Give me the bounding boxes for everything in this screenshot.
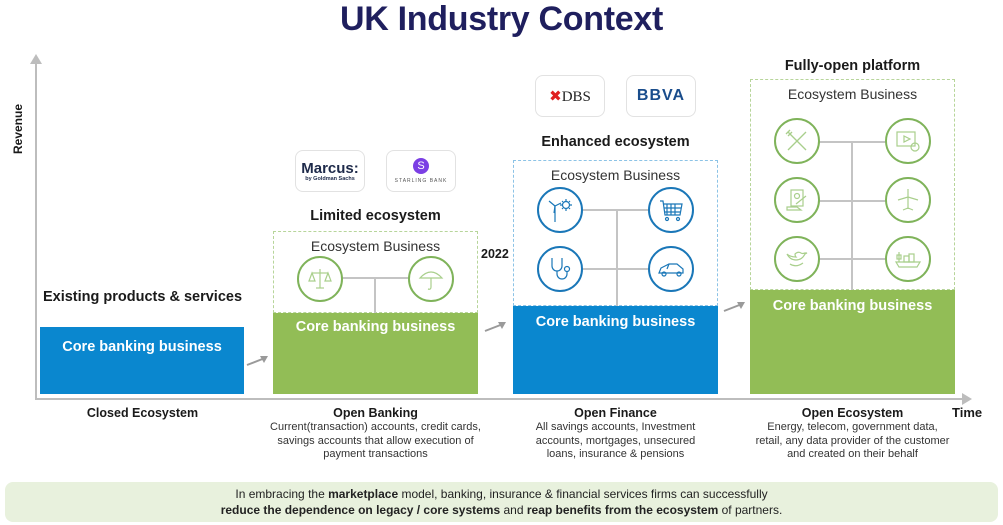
scales-icon bbox=[297, 256, 343, 302]
progress-arrow-icon bbox=[246, 356, 268, 366]
stage-4-core-block: Core banking business bbox=[750, 290, 955, 394]
wind-solar-energy-icon bbox=[537, 187, 583, 233]
page-title: UK Industry Context bbox=[340, 0, 663, 38]
stage-2-core-block: Core banking business bbox=[273, 313, 478, 394]
stage-3-heading: Enhanced ecosystem bbox=[541, 134, 690, 150]
stage-2-heading: Limited ecosystem bbox=[310, 208, 441, 224]
stage-1-heading: Existing products & services bbox=[42, 289, 243, 305]
ecosystem-label: Ecosystem Business bbox=[310, 238, 441, 254]
umbrella-icon bbox=[408, 256, 454, 302]
stage-4-caption-desc: Energy, telecom, government data, retail… bbox=[755, 421, 950, 460]
core-label: Core banking business bbox=[535, 314, 696, 330]
starling-bank-logo: S STARLING BANK bbox=[386, 150, 456, 192]
progress-arrow-icon bbox=[723, 302, 745, 312]
government-document-icon bbox=[774, 177, 820, 223]
car-icon bbox=[648, 246, 694, 292]
shopping-cart-icon bbox=[648, 187, 694, 233]
progress-arrow-icon bbox=[484, 322, 506, 332]
x-axis-arrowhead bbox=[962, 393, 972, 405]
stage-1-caption-title: Closed Ecosystem bbox=[86, 406, 199, 420]
stage-3-caption-title: Open Finance bbox=[574, 406, 657, 420]
x-axis bbox=[35, 398, 965, 400]
stage-4-caption-title: Open Ecosystem bbox=[801, 406, 904, 420]
core-label: Core banking business bbox=[772, 298, 933, 314]
ecosystem-label: Ecosystem Business bbox=[787, 86, 918, 102]
y-axis-arrowhead bbox=[30, 54, 42, 64]
stage-3-core-block: Core banking business bbox=[513, 306, 718, 394]
stethoscope-icon bbox=[537, 246, 583, 292]
social-bird-icon bbox=[774, 236, 820, 282]
y-axis-label: Revenue bbox=[11, 103, 25, 155]
video-streaming-icon bbox=[885, 118, 931, 164]
cargo-ship-icon bbox=[885, 236, 931, 282]
core-label: Core banking business bbox=[295, 319, 456, 335]
ecosystem-label: Ecosystem Business bbox=[550, 167, 681, 183]
stage-4-ecosystem-box: Ecosystem Business bbox=[750, 79, 955, 291]
stage-2-caption-title: Open Banking bbox=[333, 406, 418, 420]
stage-4-heading: Fully-open platform bbox=[784, 58, 921, 74]
dbs-logo: ✖DBS bbox=[535, 75, 605, 117]
marcus-logo: Marcus: by Goldman Sachs bbox=[295, 150, 365, 192]
core-label: Core banking business bbox=[62, 339, 222, 355]
fork-knife-icon bbox=[774, 118, 820, 164]
stage-2-caption-desc: Current(transaction) accounts, credit ca… bbox=[270, 421, 481, 460]
stage-1-core-block: Core banking business bbox=[40, 327, 244, 394]
stage-3-ecosystem-box: Ecosystem Business bbox=[513, 160, 718, 307]
bbva-logo: BBVA bbox=[626, 75, 696, 117]
y-axis bbox=[35, 62, 37, 399]
footer-line-1: In embracing the marketplace model, bank… bbox=[235, 487, 768, 501]
airplane-icon bbox=[885, 177, 931, 223]
x-axis-label: Time bbox=[952, 405, 983, 420]
footer-banner: In embracing the marketplace model, bank… bbox=[5, 482, 998, 522]
stage-2-ecosystem-box: Ecosystem Business bbox=[273, 231, 478, 314]
year-marker: 2022 bbox=[481, 247, 509, 261]
stage-3-caption-desc: All savings accounts, Investment account… bbox=[535, 421, 696, 460]
footer-line-2: reduce the dependence on legacy / core s… bbox=[220, 503, 783, 517]
